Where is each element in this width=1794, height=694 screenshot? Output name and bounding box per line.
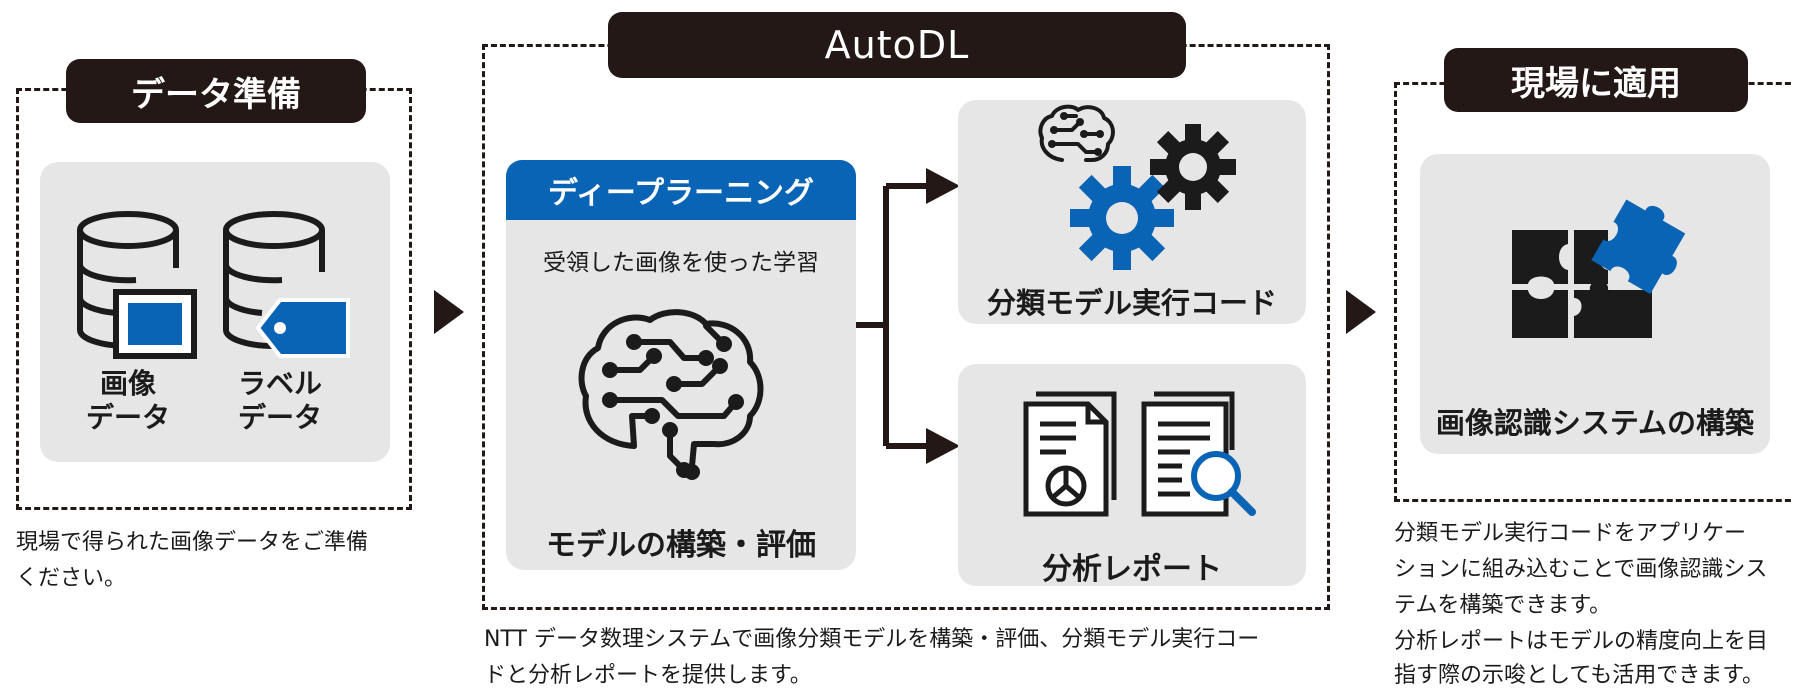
autodl-caption-1: NTT データ数理システムで画像分類モデルを構築・評価、分類モデル実行コー [484,627,1260,652]
arrow-right-icon [434,290,464,334]
apply-caption-2: ションに組み込むことで画像認識シス [1394,557,1768,582]
image-data-label-1: 画像 [99,367,156,400]
document-search-icon [1141,391,1256,517]
gear-dark-icon [1150,124,1236,210]
deep-learning-header: ディープラーニング [506,160,856,220]
data-prep-title: データ準備 [66,59,366,123]
apply-title: 現場に適用 [1444,48,1748,112]
database-image-icon [77,211,197,359]
data-prep-caption-2: ください。 [16,566,127,591]
brain-circuit-icon [578,309,764,480]
branch-connector [856,168,960,464]
image-data-label-2: データ [85,401,170,434]
autodl-caption-2: ドと分析レポートを提供します。 [484,663,812,688]
label-data-label-1: ラベル [237,367,322,400]
deep-learning-subtitle: 受領した画像を使った学習 [543,250,819,276]
document-chart-icon [1023,391,1117,517]
apply-caption-5: 指す際の示唆としても活用できます。 [1394,663,1765,688]
analysis-report-label: 分析レポート [1042,552,1222,587]
apply-caption-3: テムを構築できます。 [1394,593,1612,618]
apply-caption-4: 分析レポートはモデルの精度向上を目 [1394,629,1769,654]
data-prep-caption-1: 現場で得られた画像データをご準備 [16,530,369,555]
puzzle-icon [1512,199,1686,338]
apply-caption-1: 分類モデル実行コードをアプリケー [1394,521,1747,546]
model-build-eval-label: モデルの構築・評価 [546,528,816,563]
brain-circuit-small-icon [1038,104,1115,162]
autodl-title: AutoDL [608,12,1186,78]
image-recognition-system-label: 画像認識システムの構築 [1435,406,1755,440]
gear-icon [1070,166,1174,270]
classification-code-label: 分類モデル実行コード [986,286,1277,320]
deep-learning-panel [506,160,856,570]
database-tag-icon [223,211,350,358]
analysis-report-panel [958,364,1306,586]
label-data-label-2: データ [237,401,322,434]
arrow-right-icon [1346,290,1376,334]
